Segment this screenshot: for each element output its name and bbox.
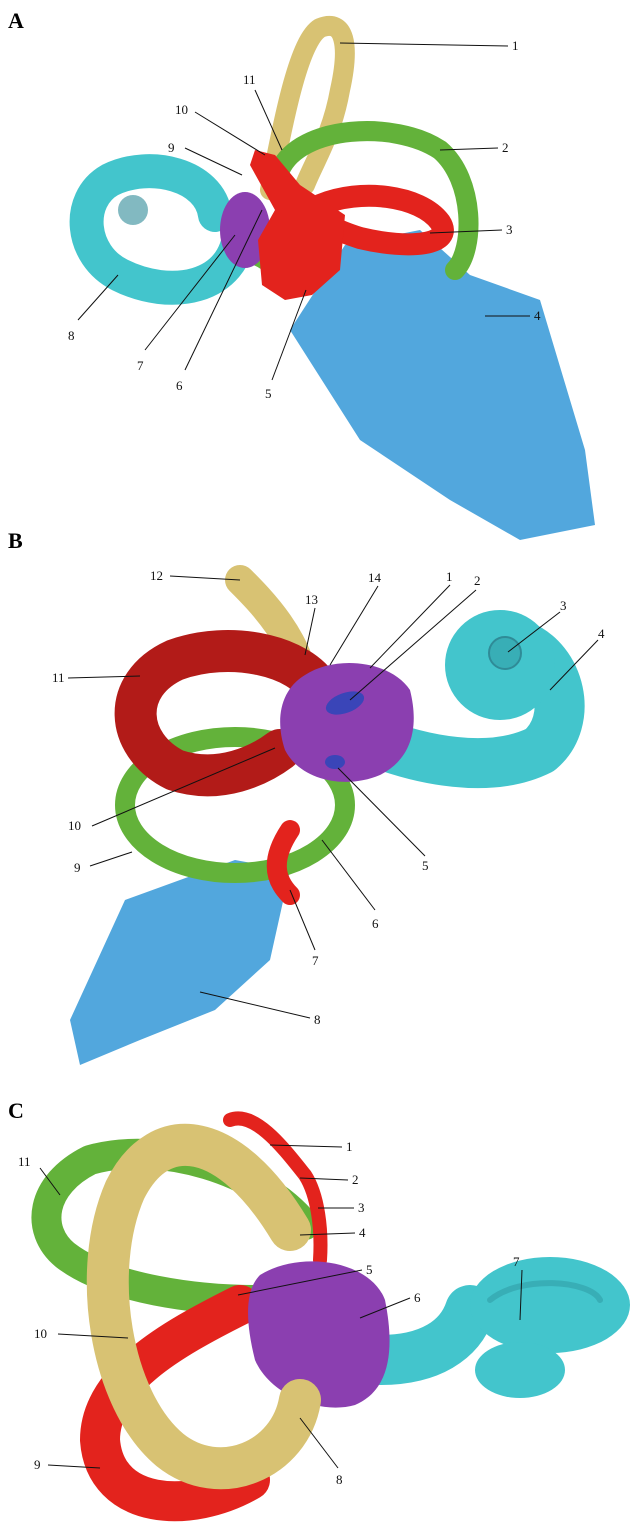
panel-b-leader-13 [305,608,315,655]
panel-b-label-8: 8 [314,1012,321,1027]
panel-a-letter: A [8,8,24,33]
panel-b-blue-block [70,860,290,1065]
panel-c-label-10: 10 [34,1326,47,1341]
panel-c-label-9: 9 [34,1457,41,1472]
panel-b-label-4: 4 [598,626,605,641]
panel-c-leader-8 [300,1418,338,1468]
panel-b-leader-6 [322,840,375,910]
panel-a-label-1: 1 [512,38,519,53]
panel-c-label-2: 2 [352,1172,359,1187]
panel-b-label-10: 10 [68,818,81,833]
panel-b-label-2: 2 [474,573,481,588]
panel-b-leader-9 [90,852,132,866]
panel-c-label-8: 8 [336,1472,343,1487]
panel-c-label-7: 7 [513,1254,520,1269]
panel-a-blue-block [290,230,595,540]
panel-b-cochlea-apex [489,637,521,669]
panel-b-label-13: 13 [305,592,318,607]
panel-b-label-3: 3 [560,598,567,613]
panel-c-label-11: 11 [18,1154,31,1169]
panel-a-label-3: 3 [506,222,513,237]
panel-a-leader-10 [195,112,265,155]
panel-c-cochlea-coil [470,1257,630,1353]
panel-b-vestibule [280,663,414,782]
panel-b-label-7: 7 [312,953,319,968]
panel-b-round-window [325,755,345,769]
panel-a-label-5: 5 [265,386,272,401]
panel-a-leader-8 [78,275,118,320]
panel-a-label-11: 11 [243,72,256,87]
panel-c-label-3: 3 [358,1200,365,1215]
panel-b-leader-7 [290,890,315,950]
panel-b-label-9: 9 [74,860,81,875]
panel-b-label-12: 12 [150,568,163,583]
panel-a-label-8: 8 [68,328,75,343]
panel-a-label-9: 9 [168,140,175,155]
panel-a-label-4: 4 [534,308,541,323]
panel-a-leader-1 [340,43,508,46]
panel-b: B 12 13 14 1 2 [8,528,605,1065]
panel-c-letter: C [8,1098,24,1123]
panel-c-label-5: 5 [366,1262,373,1277]
panel-c-label-4: 4 [359,1225,366,1240]
panel-b-label-1: 1 [446,569,453,584]
panel-c-label-6: 6 [414,1290,421,1305]
panel-b-leader-1 [370,585,450,668]
panel-b-label-14: 14 [368,570,382,585]
panel-c-vestibule [248,1261,390,1407]
panel-a-cochlea-hole [118,195,148,225]
panel-c-label-1: 1 [346,1139,353,1154]
panel-b-letter: B [8,528,23,553]
panel-b-leader-14 [330,586,378,665]
panel-a-cochlea [87,171,240,288]
panel-b-label-6: 6 [372,916,379,931]
panel-c: C 1 2 11 3 4 5 6 [8,1098,630,1501]
panel-a-label-6: 6 [176,378,183,393]
panel-a-label-10: 10 [175,102,188,117]
panel-a-label-7: 7 [137,358,144,373]
panel-a: A 1 2 3 4 5 6 [8,8,595,540]
panel-c-cochlea-lower [475,1342,565,1398]
panel-c-cochlea-canal [380,1310,470,1360]
panel-a-label-2: 2 [502,140,509,155]
panel-b-label-11: 11 [52,670,65,685]
panel-b-label-5: 5 [422,858,429,873]
